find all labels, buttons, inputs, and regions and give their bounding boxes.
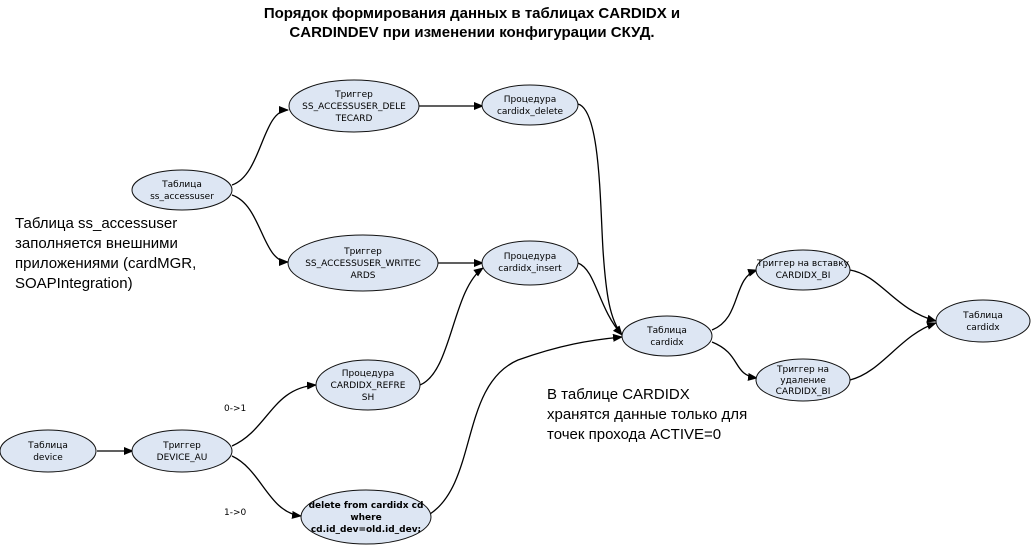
note-line: Таблица ss_accessuser <box>15 215 177 232</box>
edge-proc-refresh-to-proc-insert <box>419 267 484 386</box>
node-label-line: SH <box>362 393 374 403</box>
edge-trigger-au-to-delete-stmt <box>231 455 302 519</box>
node-trigger-cardidx-bi-delete: Триггер на удаление CARDIDX_BI <box>755 358 851 402</box>
node-trigger-write-cards: Триггер SS_ACCESSUSER_WRITEC ARDS <box>287 234 439 292</box>
node-trigger-delete-card: Триггер SS_ACCESSUSER_DELE TECARD <box>288 79 420 133</box>
diagram-title-line-2: CARDINDEV при изменении конфигурации СКУ… <box>289 24 654 41</box>
node-label-line: DEVICE_AU <box>157 453 208 463</box>
node-trigger-device-au: Триггер DEVICE_AU <box>131 429 233 473</box>
node-label-line: Процедура <box>504 95 556 105</box>
node-proc-cardidx-delete: Процедура cardidx_delete <box>481 84 579 126</box>
node-label-line: cd.id_dev=old.id_dev; <box>311 525 421 535</box>
note-cardidx-active: В таблице CARDIDX хранятся данные только… <box>547 386 747 443</box>
edge-proc-insert-to-cardidx <box>577 262 623 336</box>
edge-trigger-bd-to-final-cardidx <box>849 322 937 381</box>
node-label-line: CARDIDX_BI <box>776 271 831 281</box>
edge-trigger-bi-to-final-cardidx <box>849 269 937 323</box>
node-label-line: SS_ACCESSUSER_WRITEC <box>305 259 421 269</box>
note-line: приложениями (cardMGR, <box>15 255 196 272</box>
node-label-line: TECARD <box>335 114 373 124</box>
node-label-line: CARDIDX_REFRE <box>331 381 406 391</box>
node-label-line: Таблица <box>962 311 1003 321</box>
node-label-line: Таблица <box>27 441 68 451</box>
edges <box>97 102 937 519</box>
node-proc-cardidx-insert: Процедура cardidx_insert <box>481 240 579 286</box>
diagram-title-line-1: Порядок формирования данных в таблицах C… <box>264 5 680 22</box>
edge-delete-stmt-to-cardidx <box>429 333 623 515</box>
node-label-line: cardidx <box>966 323 1000 333</box>
node-label-line: Триггер <box>334 90 373 100</box>
edge-label-delete: 1->0 <box>224 508 247 518</box>
node-table-cardidx-final: Таблица cardidx <box>935 299 1031 343</box>
node-label-line: Процедура <box>342 369 394 379</box>
note-line: SOAPIntegration) <box>15 275 133 292</box>
note-line: хранятся данные только для <box>547 406 747 423</box>
node-label-line: cardidx_insert <box>498 264 562 274</box>
node-label-line: Триггер на <box>776 365 829 375</box>
node-trigger-cardidx-bi-insert: Триггер на вставку CARDIDX_BI <box>755 249 851 291</box>
note-line: точек прохода ACTIVE=0 <box>547 426 721 443</box>
node-delete-statement: delete from cardidx cd where cd.id_dev=o… <box>300 489 432 545</box>
node-label-line: where <box>350 513 381 523</box>
edge-proc-delete-to-cardidx <box>577 103 623 336</box>
node-label-line: SS_ACCESSUSER_DELE <box>302 102 406 112</box>
node-label-line: Процедура <box>504 252 556 262</box>
node-table-ss-accessuser: Таблица ss_accessuser <box>131 169 233 211</box>
node-label-line: cardidx_delete <box>497 107 564 117</box>
node-label-line: CARDIDX_BI <box>776 387 831 397</box>
node-table-cardidx: Таблица cardidx <box>621 315 713 357</box>
node-label-line: ARDS <box>350 271 375 281</box>
node-proc-cardidx-refresh: Процедура CARDIDX_REFRE SH <box>315 359 421 411</box>
node-label-line: delete from cardidx cd <box>309 501 424 511</box>
edge-label-refresh: 0->1 <box>224 404 246 414</box>
node-label-line: удаление <box>780 376 826 386</box>
node-label-line: Триггер <box>343 247 382 257</box>
note-line: заполняется внешними <box>15 235 178 252</box>
node-table-device: Таблица device <box>0 429 97 473</box>
note-line: В таблице CARDIDX <box>547 386 690 403</box>
edge-trigger-au-to-proc-refresh <box>231 381 317 447</box>
node-label-line: device <box>33 453 63 463</box>
edge-cardidx-to-trigger-bd <box>711 341 758 381</box>
edge-ss-accessuser-to-trigger-write <box>231 194 289 266</box>
note-ss-accessuser-source: Таблица ss_accessuser заполняется внешни… <box>15 215 196 292</box>
node-label-line: cardidx <box>650 338 684 348</box>
node-label-line: ss_accessuser <box>150 192 214 202</box>
node-label-line: Таблица <box>161 180 202 190</box>
node-label-line: Триггер на вставку <box>756 259 850 269</box>
edge-cardidx-to-trigger-bi <box>711 268 758 331</box>
node-label-line: Таблица <box>646 326 687 336</box>
node-label-line: Триггер <box>162 441 201 451</box>
edge-ss-accessuser-to-trigger-delete <box>231 106 289 186</box>
